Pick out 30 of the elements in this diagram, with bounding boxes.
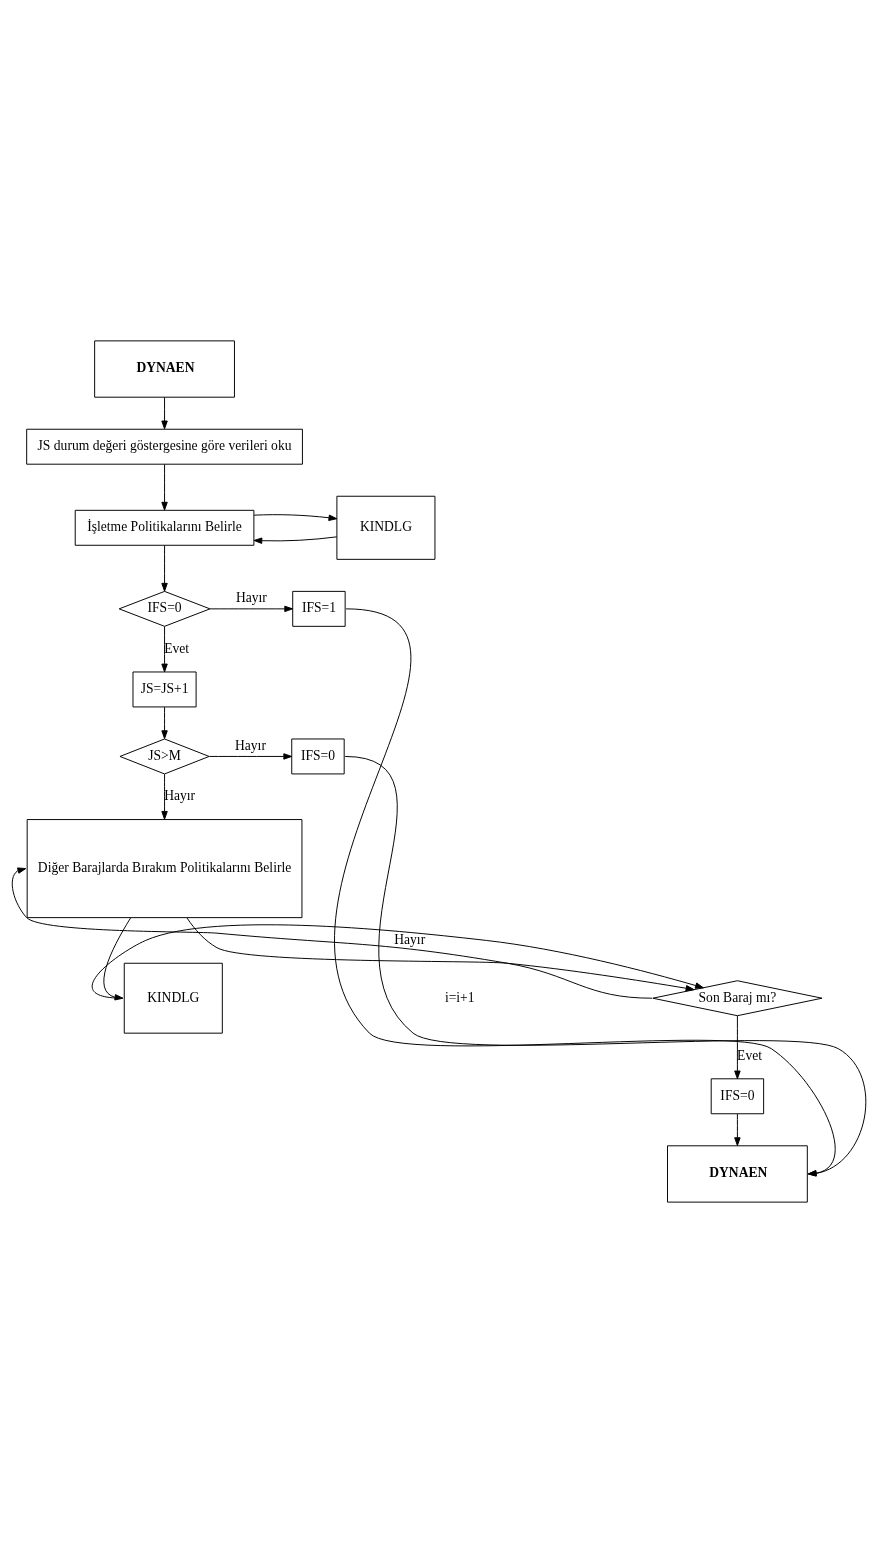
edge-label: Hayır [235,589,267,605]
arrow [186,917,695,991]
arrow [161,773,168,820]
node-box: KINDLG [336,495,436,560]
arrow [253,513,338,521]
node-box: JS=JS+1 [132,671,197,707]
arrow [253,535,338,544]
arrow [161,706,168,739]
node-box: IFS=0 [710,1077,765,1114]
node-diamond: IFS=0 [118,590,211,627]
arrow [161,625,168,672]
node-box: IFS=0 [291,738,345,774]
node-box: İşletme Politikalarını Belirle [74,509,255,546]
arrow [161,463,168,511]
label: i=i+1 [444,989,475,1005]
edge-label: Hayır [235,737,266,753]
arrow [161,544,168,592]
node-box: DYNAEN [94,339,235,398]
node-box: Diğer Barajlarda Bırakım Politikalarını Belirle [26,818,303,918]
node-box: KINDLG [123,962,223,1034]
node-box: JS durum değeri göstergesine göre verileri oku [26,428,303,465]
arrow [734,1014,741,1079]
arrow [209,605,294,612]
arrow [161,396,168,429]
arrow [208,752,293,760]
node-diamond: JS>M [119,738,210,774]
arrow [734,1113,741,1146]
node-box: IFS=1 [292,590,346,627]
edge-label: Hayır [394,931,426,947]
node-box: DYNAEN [667,1144,808,1203]
